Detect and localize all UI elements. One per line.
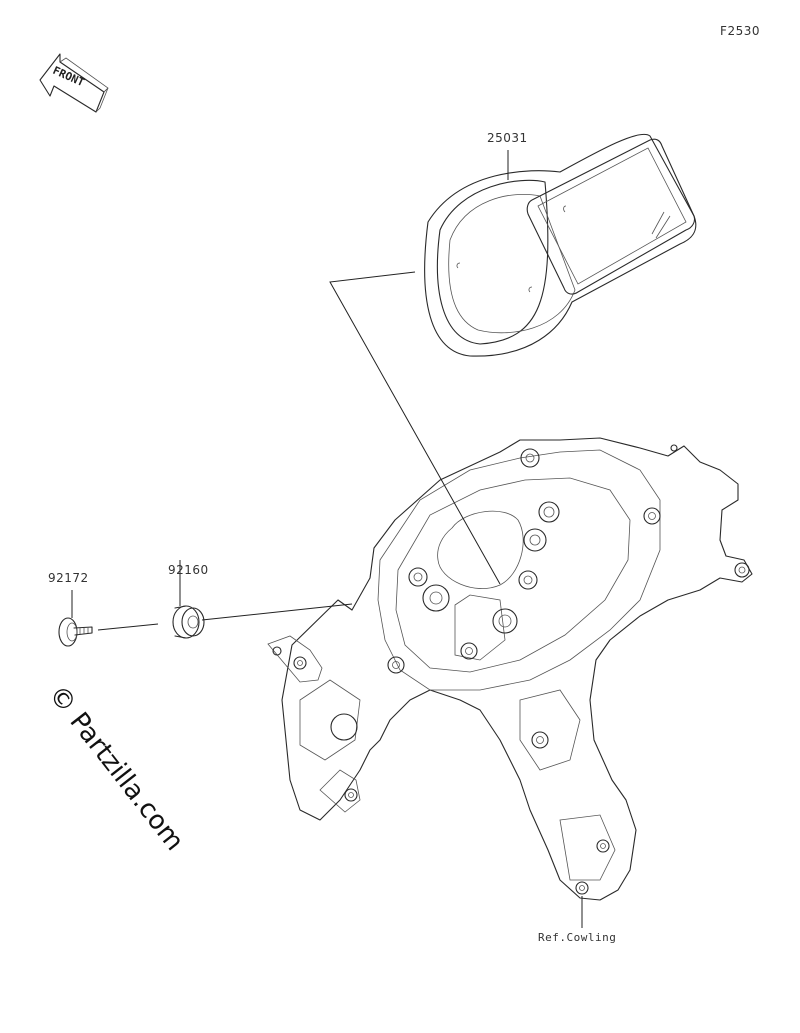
- meter-assembly: [424, 133, 697, 357]
- leader-lines: [71, 150, 583, 928]
- grommet: [172, 605, 205, 639]
- screw: [58, 617, 93, 647]
- reference-note: Ref.Cowling: [538, 931, 617, 944]
- part-number-25031: 25031: [487, 131, 528, 145]
- meter-bracket: [267, 437, 753, 901]
- part-number-92172: 92172: [48, 571, 89, 585]
- front-arrow-icon: FRONT: [39, 53, 109, 113]
- part-number-92160: 92160: [168, 563, 209, 577]
- figure-code: F2530: [720, 24, 760, 38]
